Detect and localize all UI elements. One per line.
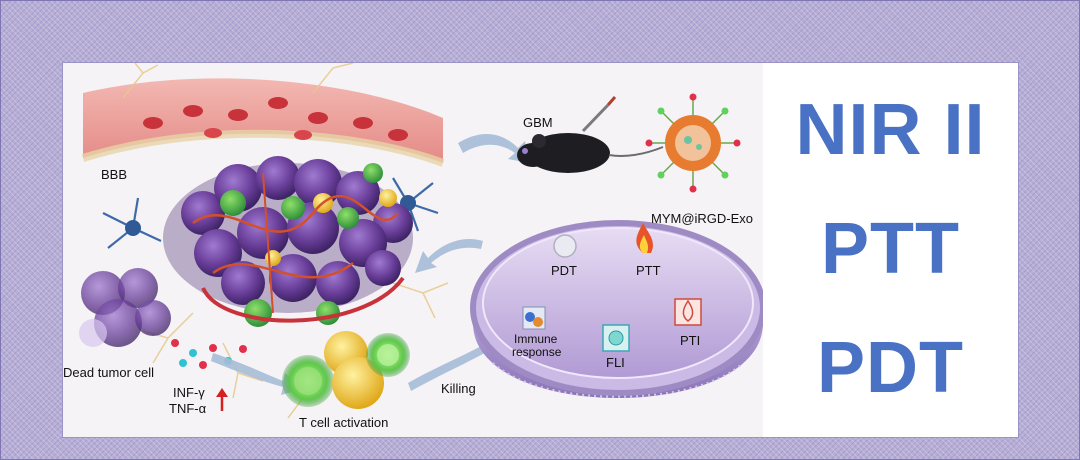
tnf-alpha-label: TNF-α: [169, 401, 207, 416]
blood-vessel: [83, 78, 443, 163]
t-cell-activation-label: T cell activation: [299, 415, 388, 430]
tumor-vessel: [201, 276, 405, 323]
t-cells: [282, 331, 410, 409]
dead-tumor-cells: [79, 268, 171, 347]
fli-label: FLI: [606, 355, 625, 370]
mechanism-figure: BBB GBM MYM@iRGD-Exo Dead tumor cell INF…: [63, 63, 763, 437]
immune-response-label-line1: Immune: [514, 332, 558, 346]
pti-icon: [674, 298, 702, 326]
pdt-icon: [553, 234, 577, 258]
treatment-bowl: [470, 220, 763, 398]
inf-gamma-label: INF-γ: [173, 385, 205, 400]
vessel-wall: [81, 129, 445, 167]
headline-nir-ii: NIR II: [795, 90, 986, 171]
tumor-mass: [163, 156, 413, 327]
headline-pdt: PDT: [817, 327, 964, 408]
mouse-illustration: [517, 96, 664, 173]
dead-tumor-cell-label: Dead tumor cell: [63, 365, 154, 380]
nanoparticle-illustration: [645, 93, 741, 193]
ptt-label: PTT: [636, 263, 661, 278]
fli-icon: [602, 324, 630, 352]
mechanism-illustration: BBB GBM MYM@iRGD-Exo Dead tumor cell INF…: [63, 63, 763, 437]
killing-label: Killing: [441, 381, 476, 396]
nanoparticle-label: MYM@iRGD-Exo: [651, 211, 753, 226]
bbb-label: BBB: [101, 167, 127, 182]
headline-block: NIR II PTT PDT: [763, 63, 1018, 437]
pdt-label: PDT: [551, 263, 577, 278]
immune-response-icon: [522, 306, 546, 330]
content-panel: BBB GBM MYM@iRGD-Exo Dead tumor cell INF…: [62, 62, 1019, 438]
headline-ptt: PTT: [821, 208, 960, 289]
pti-label: PTI: [680, 333, 700, 348]
immune-response-label-line2: response: [512, 345, 562, 359]
upregulation-arrow: [216, 388, 228, 411]
bowl-icons: [522, 223, 702, 352]
gbm-label: GBM: [523, 115, 553, 130]
red-blood-cells: [143, 97, 408, 141]
